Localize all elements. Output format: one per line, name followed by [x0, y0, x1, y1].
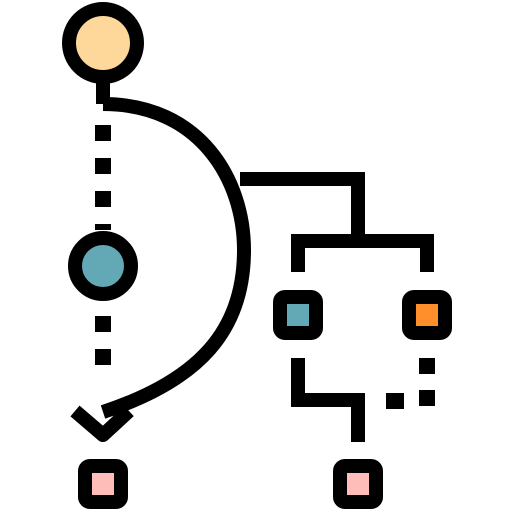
orange-process-box — [402, 290, 452, 340]
arrowhead-icon — [70, 405, 134, 442]
teal-process-box — [273, 290, 323, 340]
curved-arrow-path — [100, 97, 252, 419]
tree-split-connector — [291, 234, 434, 272]
connector-lines — [70, 74, 435, 442]
middle-node-circle — [68, 231, 138, 301]
branch-connector — [240, 172, 365, 241]
pink-end-box-left — [78, 459, 128, 509]
pink-end-box-right — [333, 459, 383, 509]
start-node-circle — [62, 2, 144, 84]
zigzag-connector — [291, 358, 365, 442]
